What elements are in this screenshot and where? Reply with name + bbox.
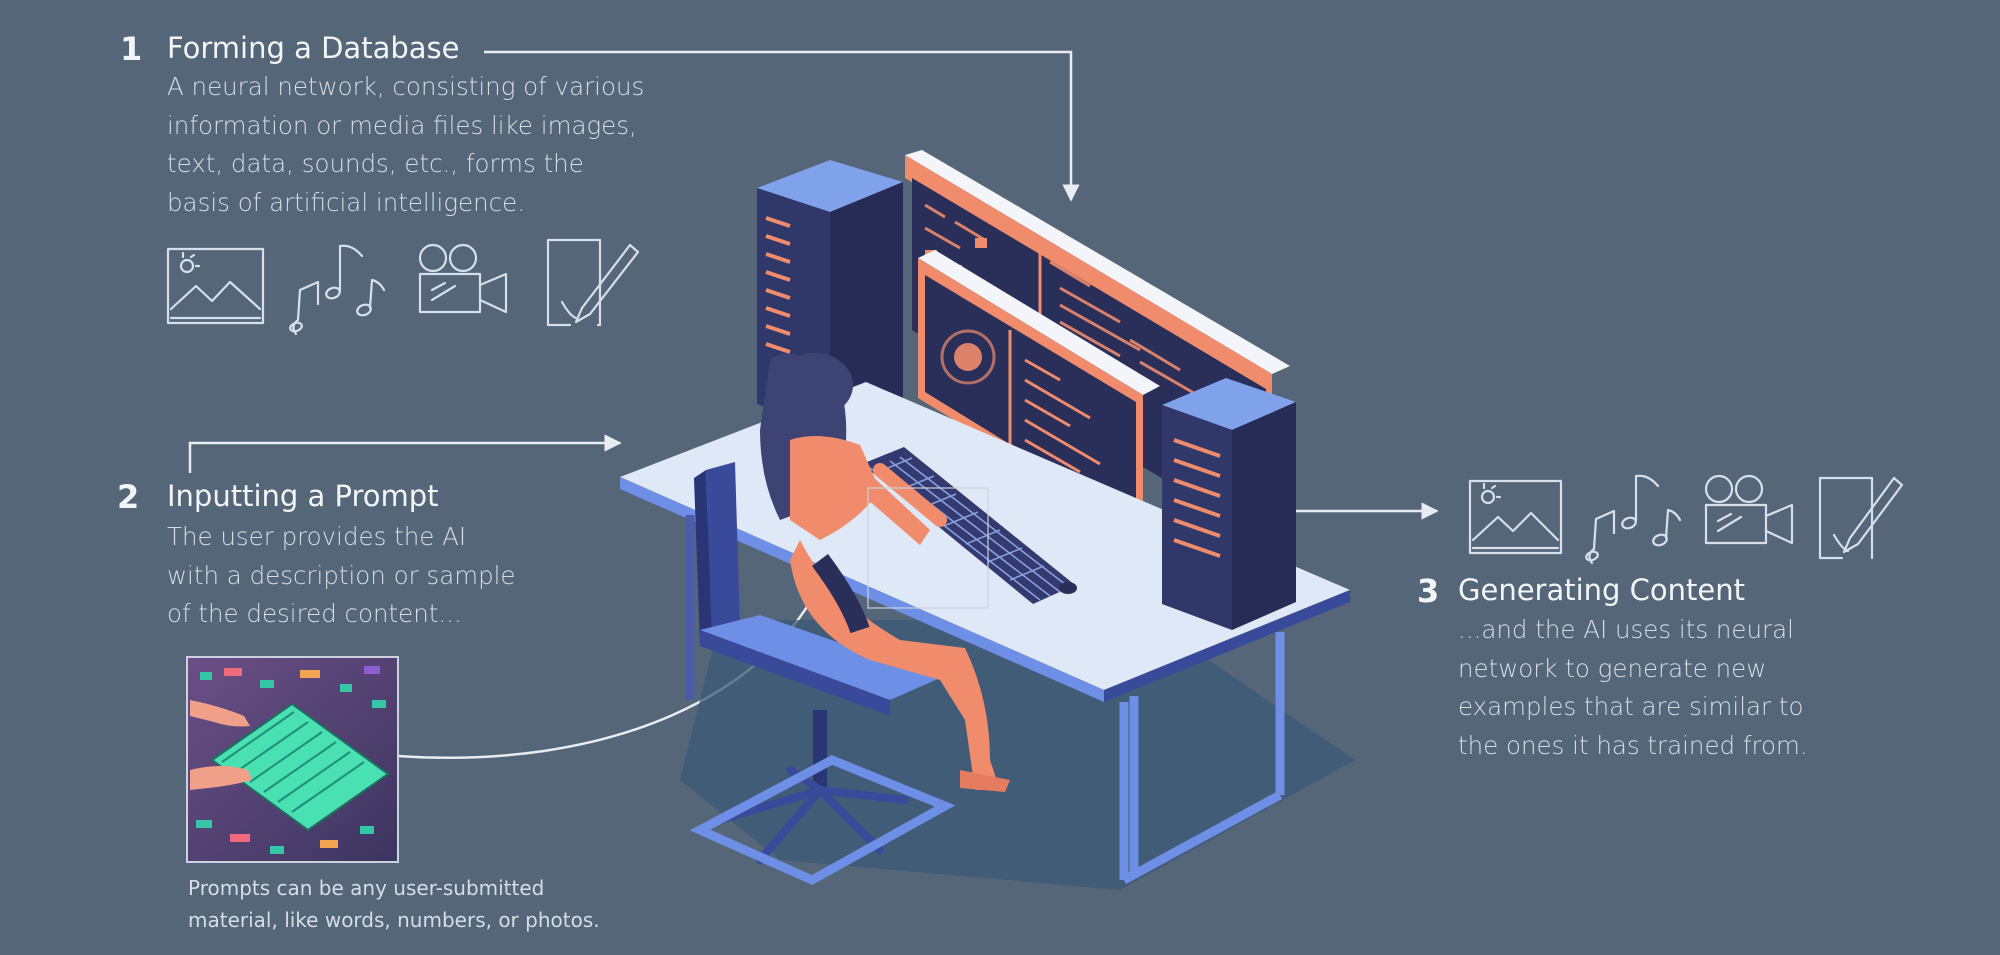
music-notes-icon xyxy=(1585,474,1682,565)
step-description: A neural network, consisting of various … xyxy=(167,68,644,222)
description-line: with a description or sample xyxy=(167,560,516,590)
step-description: ...and the AI uses its neural network to… xyxy=(1458,611,1808,765)
generated-icons xyxy=(1468,474,1904,565)
image-icon xyxy=(166,247,265,325)
caption-line: material, like words, numbers, or photos… xyxy=(188,908,600,932)
step-title: Generating Content xyxy=(1458,573,1745,607)
prompt-caption: Prompts can be any user-submitted materi… xyxy=(188,872,600,936)
monitor-front xyxy=(918,250,1160,535)
chair-footrest xyxy=(689,755,956,886)
arrow-database-to-monitor xyxy=(484,50,1080,202)
step-number: 2 xyxy=(117,478,140,516)
step-number: 3 xyxy=(1417,572,1440,610)
description-line: information or media files like images, xyxy=(167,110,637,140)
description-line: examples that are similar to xyxy=(1458,692,1804,721)
document-pencil-icon xyxy=(1818,476,1904,560)
document-pencil-icon xyxy=(546,238,640,327)
description-line: The user provides the AI xyxy=(167,522,467,551)
thumbnail-pixel-tiles xyxy=(196,666,386,854)
description-line: ...and the AI uses its neural xyxy=(1458,615,1794,644)
prompt-thumbnail xyxy=(186,656,399,863)
thumbnail-hand-left xyxy=(190,700,250,727)
description-line: text, data, sounds, etc., forms the xyxy=(167,149,584,178)
step-description: The user provides the AI with a descript… xyxy=(167,518,516,634)
image-icon xyxy=(1468,479,1563,555)
description-line: A neural network, consisting of various xyxy=(167,72,645,101)
description-line: basis of artificial intelligence. xyxy=(167,187,525,217)
thumbnail-hand-right xyxy=(190,766,252,790)
curve-thumbnail-to-keyboard xyxy=(397,559,832,760)
music-notes-icon xyxy=(289,244,386,336)
description-line: the ones it has trained from. xyxy=(1458,730,1808,760)
workstation-illustration xyxy=(620,150,1355,890)
server-tower-right xyxy=(1162,378,1296,630)
arrow-prompt-to-desk xyxy=(188,434,622,473)
step-title: Inputting a Prompt xyxy=(167,479,439,513)
prompt-focus-box xyxy=(867,487,989,609)
description-line: of the desired content... xyxy=(167,599,462,628)
description-line: network to generate new xyxy=(1458,653,1767,683)
server-tower-left xyxy=(757,160,903,430)
step-title: Forming a Database xyxy=(167,31,460,65)
office-chair xyxy=(689,462,956,886)
keyboard xyxy=(862,447,1077,604)
video-camera-icon xyxy=(418,243,508,314)
video-camera-icon xyxy=(1704,474,1794,545)
database-icons xyxy=(166,238,640,336)
person-at-computer xyxy=(760,353,1010,792)
step-number: 1 xyxy=(120,30,143,68)
caption-line: Prompts can be any user-submitted xyxy=(188,876,545,900)
